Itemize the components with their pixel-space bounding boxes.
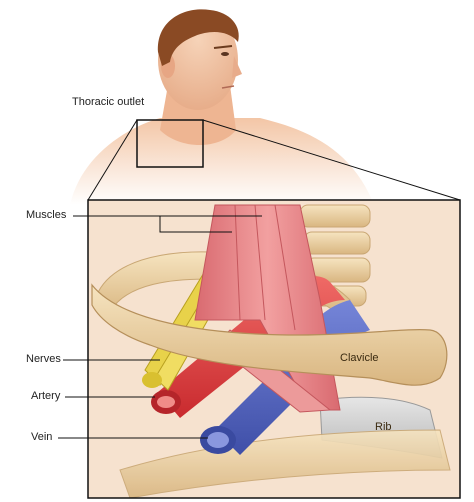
hair [157,9,239,66]
clavicle-label: Clavicle [340,352,379,364]
muscles-label: Muscles [26,209,67,221]
nerves-label: Nerves [26,353,61,365]
artery-label: Artery [31,390,61,402]
inset-anatomy [88,200,460,498]
clavicle [91,283,448,386]
inset-frame [87,199,461,499]
thoracic-outlet-label: Thoracic outlet [72,96,145,108]
torso [70,118,372,205]
zoom-line-right [202,119,461,201]
rib-label: Rib [375,421,392,433]
muscles-leader [73,215,232,233]
region-box [136,119,204,168]
vein-label: Vein [31,431,53,443]
zoom-line-left [87,119,138,201]
